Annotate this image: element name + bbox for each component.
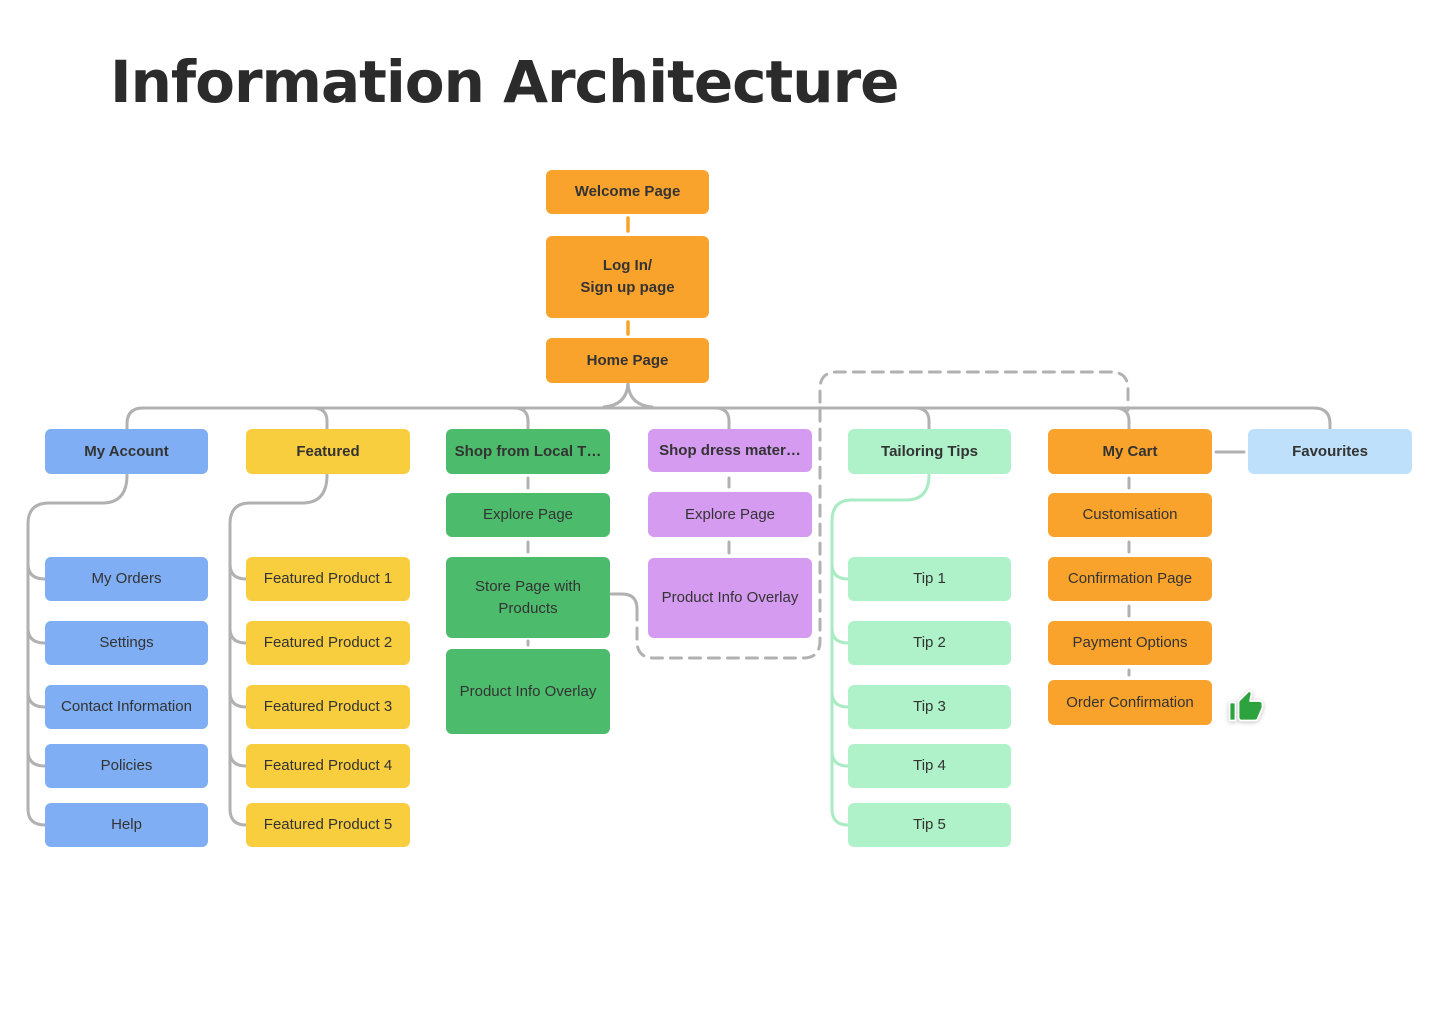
node-tip-2[interactable]: Tip 2: [848, 621, 1011, 665]
node-confirmation-page[interactable]: Confirmation Page: [1048, 557, 1212, 601]
node-customisation[interactable]: Customisation: [1048, 493, 1212, 537]
node-help[interactable]: Help: [45, 803, 208, 847]
connector-stub-tailoring-tips: [913, 406, 931, 431]
thumbs-up-icon[interactable]: [1228, 688, 1264, 731]
node-tip-3[interactable]: Tip 3: [848, 685, 1011, 729]
connector-stub-shop-dress: [713, 406, 731, 431]
node-tailoring-tips[interactable]: Tailoring Tips: [848, 429, 1011, 474]
node-home-page[interactable]: Home Page: [546, 338, 709, 383]
node-welcome-page[interactable]: Welcome Page: [546, 170, 709, 214]
connector-stub-shop-local: [512, 406, 530, 431]
connector-stub-my-cart: [1113, 406, 1131, 431]
page-title: Information Architecture: [110, 48, 900, 116]
node-tip-5[interactable]: Tip 5: [848, 803, 1011, 847]
node-payment-options[interactable]: Payment Options: [1048, 621, 1212, 665]
node-featured-product-1[interactable]: Featured Product 1: [246, 557, 410, 601]
node-dress-product-info-overlay[interactable]: Product Info Overlay: [648, 558, 812, 638]
node-featured-product-5[interactable]: Featured Product 5: [246, 803, 410, 847]
node-my-orders[interactable]: My Orders: [45, 557, 208, 601]
node-dress-explore-page[interactable]: Explore Page: [648, 492, 812, 537]
node-local-product-info-overlay[interactable]: Product Info Overlay: [446, 649, 610, 734]
connector-stub-featured: [311, 406, 329, 431]
node-policies[interactable]: Policies: [45, 744, 208, 788]
connector-main-branch: [125, 406, 1332, 431]
node-tip-1[interactable]: Tip 1: [848, 557, 1011, 601]
node-shop-dress-materials[interactable]: Shop dress mater…: [648, 429, 812, 472]
node-favourites[interactable]: Favourites: [1248, 429, 1412, 474]
node-contact-information[interactable]: Contact Information: [45, 685, 208, 729]
node-local-explore-page[interactable]: Explore Page: [446, 493, 610, 537]
node-store-page-with-products[interactable]: Store Page with Products: [446, 557, 610, 638]
connector-home-fork: [602, 381, 654, 409]
node-featured-product-4[interactable]: Featured Product 4: [246, 744, 410, 788]
node-featured-product-2[interactable]: Featured Product 2: [246, 621, 410, 665]
node-featured[interactable]: Featured: [246, 429, 410, 474]
node-my-account[interactable]: My Account: [45, 429, 208, 474]
node-login-signup-page[interactable]: Log In/ Sign up page: [546, 236, 709, 318]
node-order-confirmation[interactable]: Order Confirmation: [1048, 680, 1212, 725]
node-tip-4[interactable]: Tip 4: [848, 744, 1011, 788]
node-featured-product-3[interactable]: Featured Product 3: [246, 685, 410, 729]
node-settings[interactable]: Settings: [45, 621, 208, 665]
node-shop-from-local[interactable]: Shop from Local T…: [446, 429, 610, 474]
node-my-cart[interactable]: My Cart: [1048, 429, 1212, 474]
connector-store-elbow: [609, 592, 639, 611]
